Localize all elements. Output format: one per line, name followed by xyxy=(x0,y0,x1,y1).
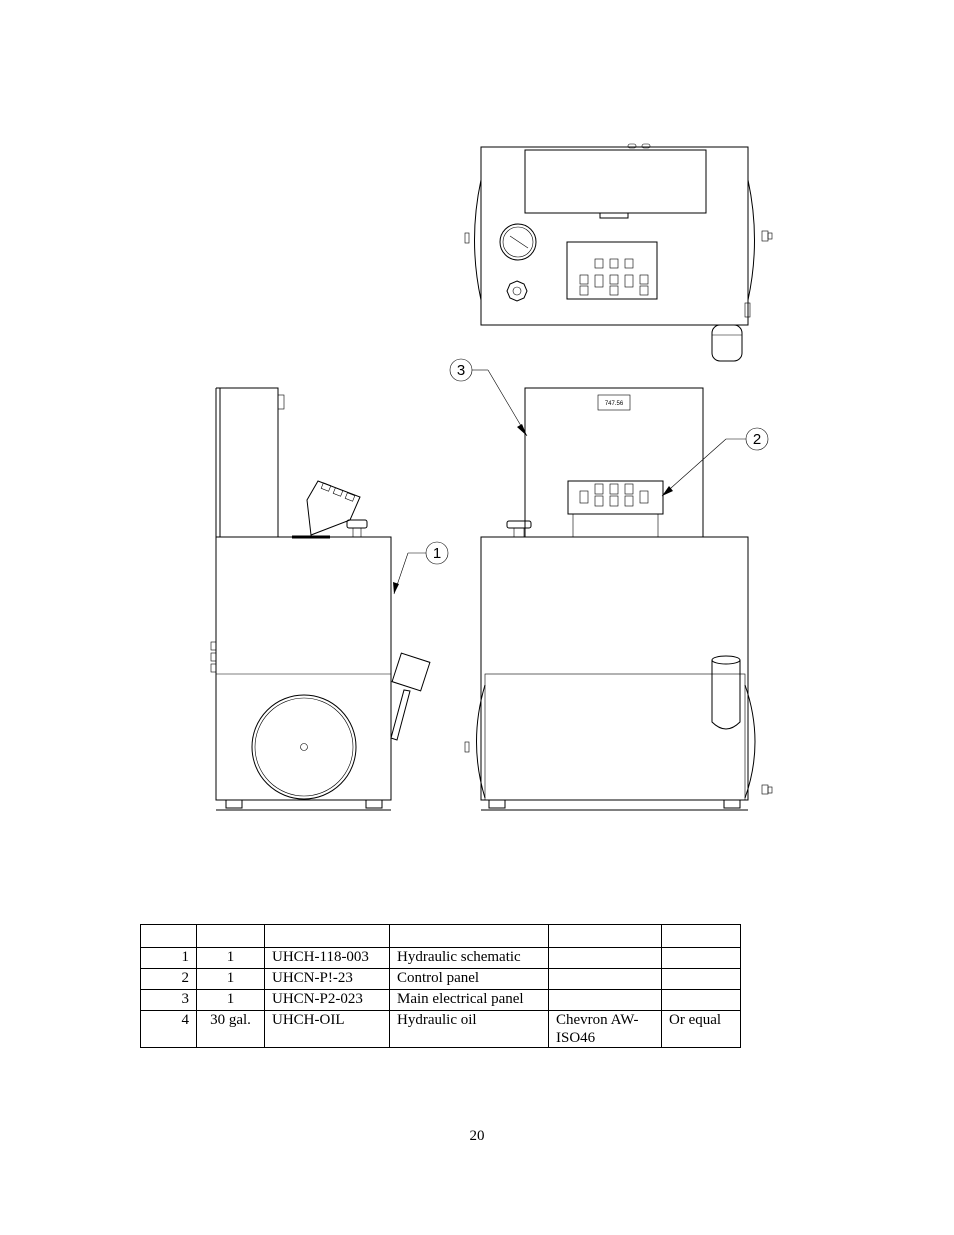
callout-3: 3 xyxy=(449,358,528,437)
header-cell xyxy=(548,924,662,948)
note-cell xyxy=(661,968,741,990)
item-cell: 1 xyxy=(140,947,197,969)
description-cell: Main electrical panel xyxy=(389,989,549,1011)
part-number-cell: UHCH-118-003 xyxy=(264,947,390,969)
header-cell xyxy=(389,924,549,948)
motor-top xyxy=(711,324,743,362)
valve-knob xyxy=(506,280,528,302)
callout-2: 2 xyxy=(661,427,769,497)
table-header-row xyxy=(140,924,741,948)
manufacturer-cell xyxy=(548,989,662,1011)
pressure-gauge xyxy=(499,223,537,261)
svg-text:1: 1 xyxy=(433,545,441,562)
description-cell: Control panel xyxy=(389,968,549,990)
svg-text:2: 2 xyxy=(753,431,761,448)
technical-drawing: 747.56 xyxy=(210,143,773,811)
svg-text:3: 3 xyxy=(457,362,465,379)
note-cell xyxy=(661,947,741,969)
page-number: 20 xyxy=(469,1128,485,1144)
display-readout: 747.56 xyxy=(605,401,624,407)
note-cell: Or equal xyxy=(661,1010,741,1048)
header-cell xyxy=(661,924,741,948)
qty-cell: 1 xyxy=(196,989,265,1011)
part-number-cell: UHCN-P2-023 xyxy=(264,989,390,1011)
table-row: 2 1 UHCN-P!-23 Control panel xyxy=(140,968,741,990)
qty-cell: 30 gal. xyxy=(196,1010,265,1048)
top-view xyxy=(464,143,773,362)
control-panel-front xyxy=(567,480,664,538)
table-row: 3 1 UHCN-P2-023 Main electrical panel xyxy=(140,989,741,1011)
manufacturer-cell xyxy=(548,968,662,990)
part-number-cell: UHCN-P!-23 xyxy=(264,968,390,990)
header-cell xyxy=(264,924,390,948)
header-cell xyxy=(140,924,197,948)
qty-cell: 1 xyxy=(196,968,265,990)
manufacturer-cell: Chevron AW-ISO46 xyxy=(548,1010,662,1048)
manufacturer-cell xyxy=(548,947,662,969)
motor-side xyxy=(251,694,357,800)
item-cell: 3 xyxy=(140,989,197,1011)
item-cell: 2 xyxy=(140,968,197,990)
description-cell: Hydraulic oil xyxy=(389,1010,549,1048)
hydraulic-unit-drawing: 747.56 xyxy=(210,143,773,811)
callout-1: 1 xyxy=(393,541,449,595)
item-cell: 4 xyxy=(140,1010,197,1048)
description-cell: Hydraulic schematic xyxy=(389,947,549,969)
parts-table: 1 1 UHCH-118-003 Hydraulic schematic 2 1… xyxy=(140,924,741,1048)
control-box-top xyxy=(566,241,658,300)
front-view: 747.56 xyxy=(464,387,773,811)
side-view xyxy=(210,387,431,811)
table-row: 4 30 gal. UHCH-OIL Hydraulic oil Chevron… xyxy=(140,1010,741,1048)
note-cell xyxy=(661,989,741,1011)
table-row: 1 1 UHCH-118-003 Hydraulic schematic xyxy=(140,947,741,969)
header-cell xyxy=(196,924,265,948)
qty-cell: 1 xyxy=(196,947,265,969)
part-number-cell: UHCH-OIL xyxy=(264,1010,390,1048)
